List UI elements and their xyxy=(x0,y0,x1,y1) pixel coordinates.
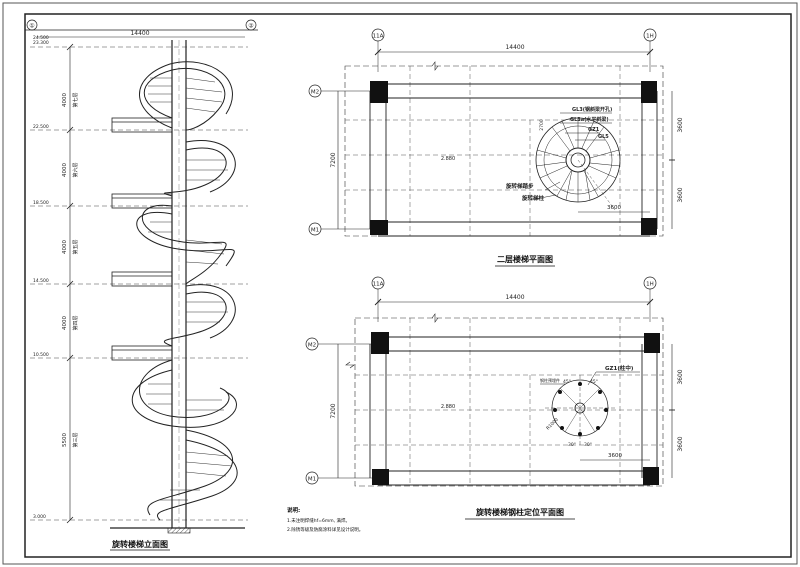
top-plan-axis-right: 1H xyxy=(646,34,654,40)
bottom-plan-right-dim-1: 3600 xyxy=(677,369,684,384)
floor-label-3: 第五层 xyxy=(72,239,79,254)
top-plan-overall-dim: 14400 xyxy=(505,44,524,51)
top-plan-title: 二层楼梯平面图 xyxy=(497,254,553,264)
elevation-view: ① ② 14400 24.500 23.300 22.500 18.500 14… xyxy=(25,19,258,551)
height-dim-4: 4000 xyxy=(62,316,68,330)
top-plan-bottom-dim: 3600 xyxy=(607,205,621,211)
level-label-5: 14.500 xyxy=(33,278,49,284)
floor-label-4: 第四层 xyxy=(72,315,79,330)
top-plan-slab-elev: 2.880 xyxy=(441,156,455,162)
height-dim-2: 4000 xyxy=(62,163,68,177)
top-plan-axis-left: 11A xyxy=(373,34,384,40)
notes-heading: 说明: xyxy=(287,506,300,514)
angle-label-4: 30° xyxy=(584,442,592,448)
height-dim-5: 5500 xyxy=(62,433,68,447)
height-dim-3: 4000 xyxy=(62,240,68,254)
level-label-3: 22.500 xyxy=(33,124,49,130)
bottom-plan-overall-dim: 14400 xyxy=(505,294,524,301)
floor-label-1: 第七层 xyxy=(72,92,79,107)
bottom-plan-view: 11A 1H 14400 M2 M1 7200 xyxy=(305,276,684,520)
column-top-right xyxy=(644,333,660,353)
level-label-7: 3.000 xyxy=(33,514,46,520)
level-label-4: 18.500 xyxy=(33,200,49,206)
top-plan-slab xyxy=(344,65,664,237)
bottom-plan-row-top: M2 xyxy=(308,343,316,349)
top-plan-small-dim: 2700 xyxy=(539,119,545,131)
level-label-6: 10.500 xyxy=(33,352,49,358)
top-plan-right-dim-1: 3600 xyxy=(677,117,684,132)
floor-label-5: 第三层 xyxy=(72,432,79,447)
callout-embed: 钢柱预埋件 xyxy=(540,377,560,383)
bottom-plan-right-dim-2: 3600 xyxy=(677,436,684,451)
column-bottom-left xyxy=(370,220,388,235)
column-bottom-right xyxy=(643,467,659,485)
top-plan-right-dim-2: 3600 xyxy=(677,187,684,202)
callout-gl3a: GL3a(水平斜梁) xyxy=(570,116,609,123)
top-plan-view: 11A 1H 14400 M2 M1 7200 xyxy=(308,28,684,267)
inner-frame xyxy=(24,13,792,558)
column-bottom-left xyxy=(372,469,389,485)
note-item-2: 2.除锈等级及防腐涂料详见设计说明。 xyxy=(287,526,363,533)
elevation-axis-right: ② xyxy=(248,23,254,30)
column-top-left xyxy=(371,332,389,354)
angle-label-1: 45° xyxy=(563,379,571,385)
column-top-right xyxy=(641,81,657,103)
notes-block: 说明: 1.未注明焊缝hf=6mm, 满焊。 2.除锈等级及防腐涂料详见设计说明… xyxy=(287,506,363,533)
bottom-plan-axis-left: 11A xyxy=(373,282,384,288)
axis-bubble-left xyxy=(26,19,38,31)
top-plan-row-bottom: M1 xyxy=(311,228,319,234)
height-dim-1: 4000 xyxy=(62,93,68,107)
callout-gz1-center: GZ1(柱中) xyxy=(605,364,634,372)
column-top-left xyxy=(370,81,388,103)
callout-column: 旋转梯柱 xyxy=(521,194,545,202)
level-label-2: 23.300 xyxy=(33,40,49,46)
elevation-title: 旋转楼梯立面图 xyxy=(111,539,168,549)
bottom-plan-row-bottom: M1 xyxy=(308,477,316,483)
angle-label-2: 45° xyxy=(590,379,598,385)
bottom-plan-left-dim: 7200 xyxy=(330,403,337,418)
callout-gl5: GL5 xyxy=(598,134,609,140)
radius-label: R1000 xyxy=(545,417,560,432)
top-plan-row-top: M2 xyxy=(311,90,319,96)
callout-gl3: GL3(钢斜梁开孔) xyxy=(572,106,612,113)
bottom-plan-slab xyxy=(354,317,664,487)
callout-treads: 旋转梯踏步 xyxy=(505,182,534,190)
note-item-1: 1.未注明焊缝hf=6mm, 满焊。 xyxy=(287,517,350,524)
elevation-axis-left: ① xyxy=(29,23,34,30)
bottom-plan-axis-right: 1H xyxy=(646,282,654,288)
bottom-plan-bottom-dim: 3600 xyxy=(608,453,622,459)
floor-label-2: 第六层 xyxy=(72,162,79,177)
column-bottom-right xyxy=(641,218,657,235)
bottom-plan-title: 旋转楼梯钢柱定位平面图 xyxy=(475,507,564,517)
angle-label-3: 30° xyxy=(568,442,576,448)
top-plan-left-dim: 7200 xyxy=(330,152,337,167)
axis-bubble-right xyxy=(245,19,257,31)
level-label-1: 24.500 xyxy=(33,35,49,41)
elevation-overall-dim: 14400 xyxy=(130,30,149,37)
bottom-plan-slab-elev: 2.880 xyxy=(441,404,455,410)
callout-gz1: GZ1 xyxy=(588,127,600,133)
